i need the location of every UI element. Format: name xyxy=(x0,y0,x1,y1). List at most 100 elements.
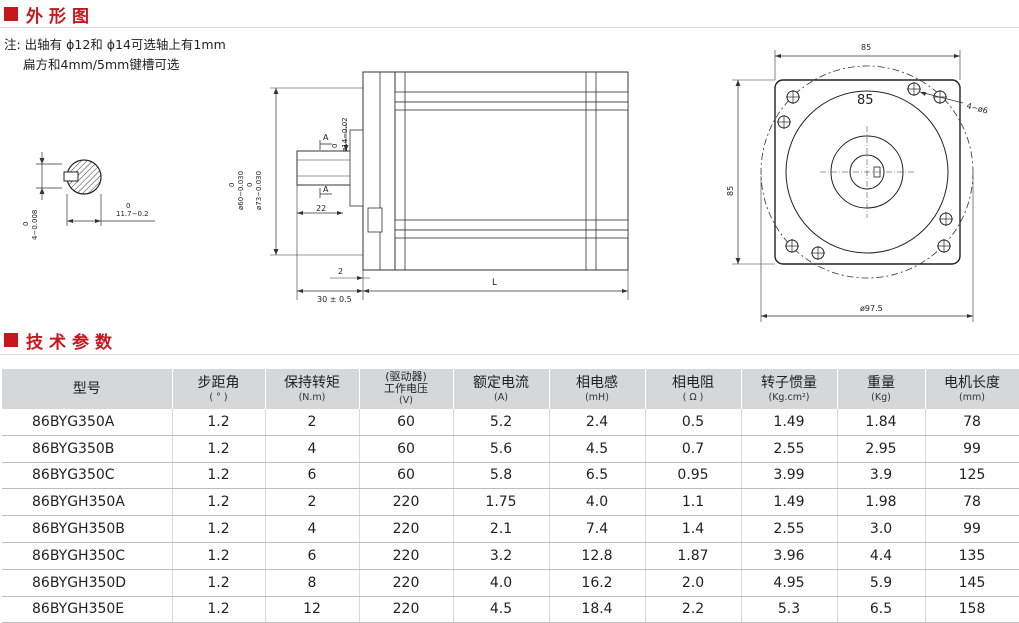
column-header-label: 步距角 xyxy=(197,374,240,391)
column-header-label: 型号 xyxy=(72,380,101,397)
table-cell: 1.2 xyxy=(172,542,266,570)
table-cell: 1.75 xyxy=(453,488,550,517)
shaft-diameter: ø14−0.02 xyxy=(341,117,349,152)
column-header-unit: (mH) xyxy=(585,391,609,403)
column-header-unit: ( ° ) xyxy=(209,391,228,403)
hole-callout: 4−ø6 xyxy=(965,101,988,115)
table-cell: 5.3 xyxy=(741,596,838,623)
mounting-hole xyxy=(786,90,800,104)
table-cell: 5.6 xyxy=(453,435,550,463)
table-cell: 158 xyxy=(925,596,1019,623)
table-cell: 99 xyxy=(925,435,1019,463)
table-cell: 2.1 xyxy=(453,515,550,543)
divider xyxy=(0,27,1019,28)
mounting-hole xyxy=(785,239,799,253)
key-length-dimension: 22 xyxy=(316,204,326,213)
table-cell: 4 xyxy=(265,515,360,543)
spec-table: 型号步距角( ° )保持转矩(N.m)(驱动器)工作电压(V)额定电流(A)相电… xyxy=(2,369,1019,623)
section-header-specs: 技术参数 xyxy=(4,328,118,353)
flat-dimension: 11.7−0.2 xyxy=(116,210,149,218)
column-header-label: 保持转矩 xyxy=(284,374,340,391)
mounting-hole xyxy=(907,82,921,96)
table-cell: 2.55 xyxy=(741,435,838,463)
table-cell: 1.1 xyxy=(645,488,742,517)
note-line-1: 注: 出轴有 ϕ12和 ϕ14可选轴上有1mm xyxy=(4,37,226,52)
model-cell: 86BYG350A xyxy=(2,409,173,436)
pilot-upper-2: 0 xyxy=(246,183,254,187)
divider xyxy=(0,354,1019,355)
model-cell: 86BYGH350E xyxy=(2,596,173,623)
table-cell: 1.2 xyxy=(172,462,266,490)
table-cell: 4.4 xyxy=(837,542,926,570)
table-cell: 220 xyxy=(359,488,454,517)
body-length-dimension: L xyxy=(492,278,497,288)
table-cell: 6 xyxy=(265,542,360,570)
table-cell: 1.98 xyxy=(837,488,926,517)
table-cell: 12.8 xyxy=(549,542,646,570)
table-cell: 3.0 xyxy=(837,515,926,543)
table-cell: 5.2 xyxy=(453,409,550,436)
motor-side-view-drawing: A A 22 0 ø14−0.02 0 ø60−0.030 0 ø73−0.03… xyxy=(228,71,629,304)
column-header-label: 电机长度 xyxy=(944,374,1000,391)
pilot-diameter-2: ø73−0.030 xyxy=(255,171,263,210)
column-header-unit: (V) xyxy=(399,395,413,406)
table-cell: 78 xyxy=(925,409,1019,436)
table-cell: 1.2 xyxy=(172,435,266,463)
height-dimension: 85 xyxy=(726,186,735,196)
shaft-length-dimension: 30 ± 0.5 xyxy=(317,295,352,304)
column-header-label-2: 工作电压 xyxy=(384,382,428,395)
table-cell: 3.99 xyxy=(741,462,838,490)
model-cell: 86BYGH350B xyxy=(2,515,173,543)
table-cell: 2.0 xyxy=(645,569,742,597)
circle-diameter-dimension: ø97.5 xyxy=(860,304,883,313)
section-a-top: A xyxy=(323,133,329,142)
table-cell: 220 xyxy=(359,515,454,543)
table-cell: 60 xyxy=(359,462,454,490)
table-cell: 3.96 xyxy=(741,542,838,570)
column-header-unit: (Kg.cm²) xyxy=(768,391,810,403)
model-cell: 86BYGH350A xyxy=(2,488,173,517)
column-header-unit: ( Ω ) xyxy=(682,391,704,403)
table-cell: 0.5 xyxy=(645,409,742,436)
flat-dimension-upper: 0 xyxy=(126,202,130,210)
table-cell: 78 xyxy=(925,488,1019,517)
section-a-bottom: A xyxy=(323,185,329,194)
table-cell: 2.2 xyxy=(645,596,742,623)
model-cell: 86BYG350C xyxy=(2,462,173,490)
model-cell: 86BYG350B xyxy=(2,435,173,463)
column-header-label: 额定电流 xyxy=(473,374,529,391)
table-cell: 1.2 xyxy=(172,569,266,597)
table-cell: 5.8 xyxy=(453,462,550,490)
column-header-unit: (mm) xyxy=(959,391,985,403)
table-cell: 18.4 xyxy=(549,596,646,623)
table-cell: 3.2 xyxy=(453,542,550,570)
column-header-unit: (A) xyxy=(494,391,508,403)
mounting-hole xyxy=(937,239,951,253)
shaft-diameter-upper: 0 xyxy=(331,144,339,148)
table-cell: 2.95 xyxy=(837,435,926,463)
column-header-label: 转子惯量 xyxy=(761,374,817,391)
column-header-unit: (N.m) xyxy=(298,391,326,403)
motor-front-view-drawing: 85 85 85 xyxy=(726,43,989,322)
table-cell: 1.2 xyxy=(172,515,266,543)
mounting-hole xyxy=(777,115,791,129)
table-cell: 1.2 xyxy=(172,409,266,436)
model-cell: 86BYGH350C xyxy=(2,542,173,570)
pilot-upper-1: 0 xyxy=(228,183,236,187)
table-cell: 1.49 xyxy=(741,488,838,517)
section-header-outline: 外形图 xyxy=(4,2,95,27)
table-cell: 4.0 xyxy=(453,569,550,597)
table-cell: 4.0 xyxy=(549,488,646,517)
table-cell: 145 xyxy=(925,569,1019,597)
note-line-2: 扁方和4mm/5mm键槽可选 xyxy=(23,57,180,72)
section-marker-icon xyxy=(4,333,18,347)
column-header: 额定电流(A) xyxy=(453,369,550,409)
mounting-hole xyxy=(811,246,825,260)
pilot-diameter-1: ø60−0.030 xyxy=(237,171,245,210)
